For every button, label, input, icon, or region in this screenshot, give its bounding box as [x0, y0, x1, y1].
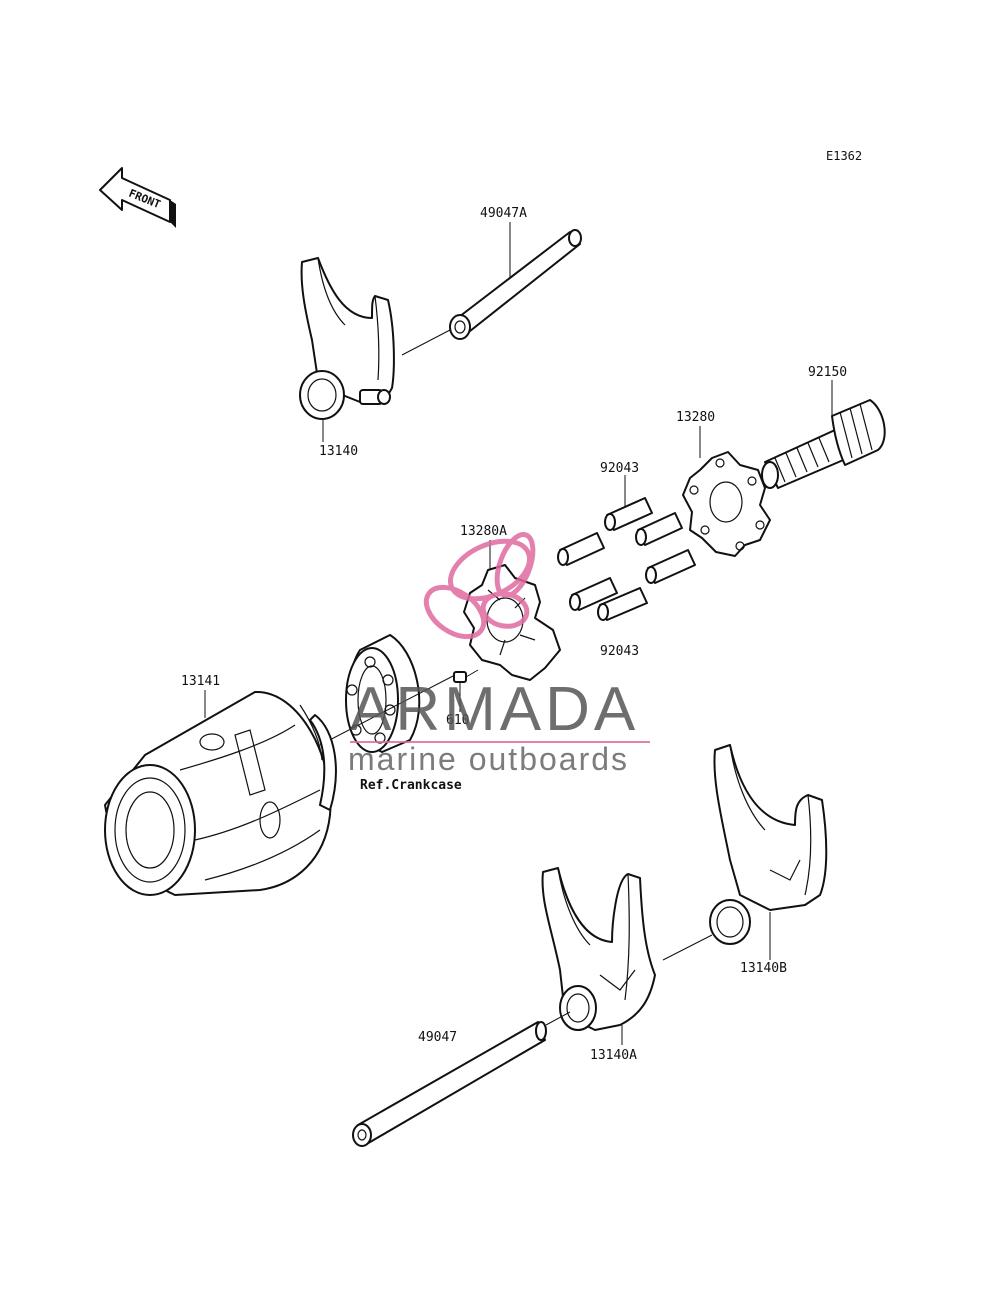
- armada-logo-icon: [423, 531, 536, 640]
- shaft-49047A: [449, 229, 582, 340]
- reference-note: Ref.Crankcase: [360, 778, 462, 793]
- label-92043-bottom: 92043: [600, 644, 639, 659]
- label-92150: 92150: [808, 365, 847, 380]
- watermark-tagline: marine outboards: [348, 741, 629, 777]
- shift-fork-13140: [299, 257, 395, 420]
- label-49047: 49047: [418, 1030, 457, 1045]
- pins-92043: [557, 497, 696, 621]
- label-92043-top: 92043: [600, 461, 639, 476]
- leader-13140B-shaft: [662, 934, 713, 961]
- shaft-49047: [352, 1021, 547, 1147]
- label-13141: 13141: [181, 674, 220, 689]
- watermark-brand: ARMADA: [350, 675, 639, 744]
- leader-13140-shaft: [401, 329, 451, 356]
- bolt-92150: [761, 399, 886, 489]
- label-13140A: 13140A: [590, 1048, 637, 1063]
- label-49047A: 49047A: [480, 206, 527, 221]
- front-arrow-icon: FRONT: [99, 167, 176, 228]
- armada-watermark: ARMADA marine outboards: [348, 531, 650, 777]
- label-13140B: 13140B: [740, 961, 787, 976]
- bearing: [345, 634, 421, 753]
- shift-fork-13140A: [541, 867, 656, 1031]
- diagram-id: E1362: [826, 149, 862, 163]
- leader-49047-fork: [545, 1011, 571, 1026]
- cam-13280A: [463, 564, 561, 681]
- leader-drum-axis: [319, 674, 456, 746]
- label-13140: 13140: [319, 444, 358, 459]
- label-610: 610: [446, 713, 469, 728]
- shift-drum-13141: [104, 690, 337, 896]
- shift-fork-13140B: [709, 744, 828, 945]
- label-13280: 13280: [676, 410, 715, 425]
- label-13280A: 13280A: [460, 524, 507, 539]
- plate-13280: [682, 451, 771, 557]
